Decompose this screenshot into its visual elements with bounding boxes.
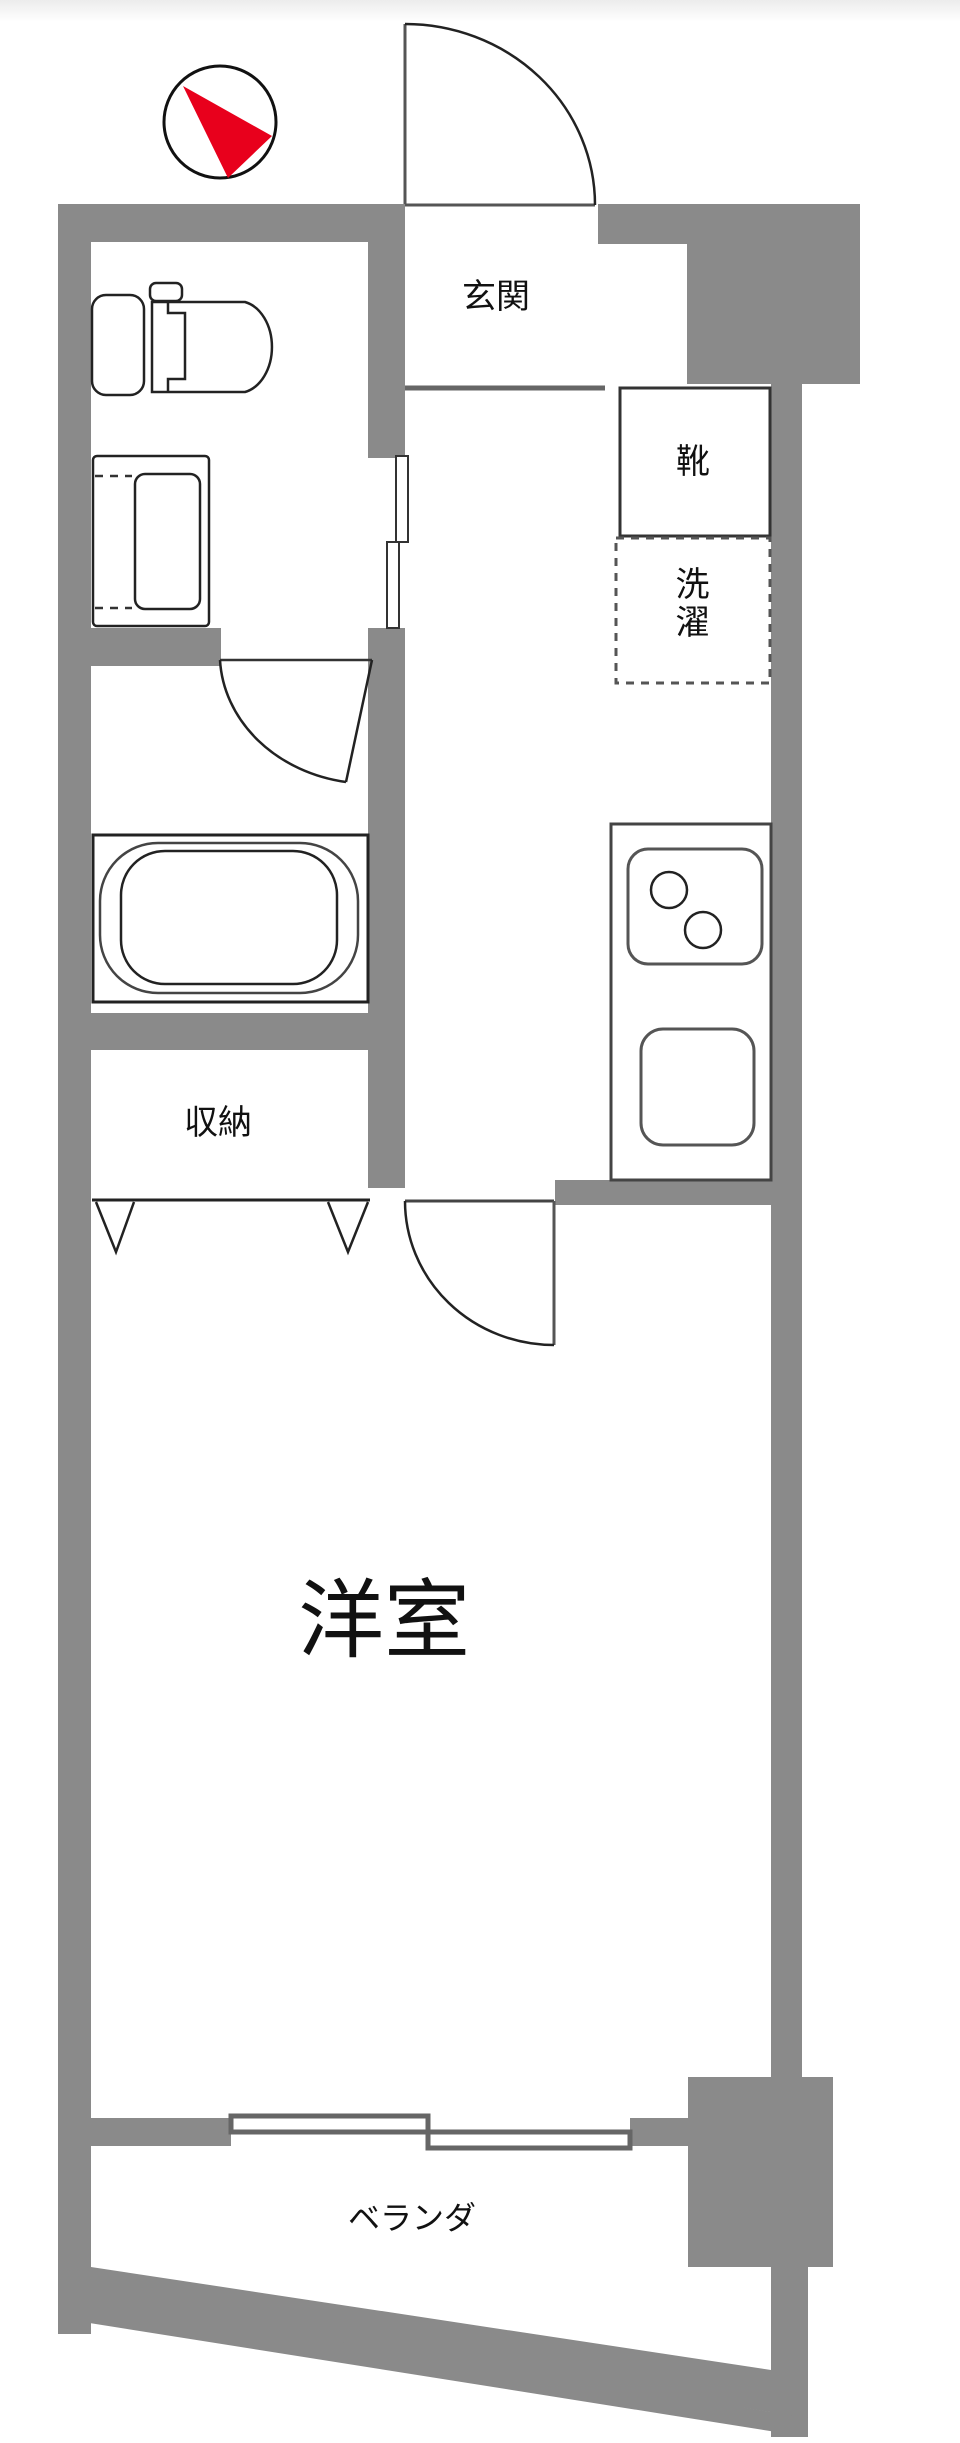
- entrance-door: [403, 22, 597, 207]
- room-label-storage: 収納: [184, 1103, 252, 1143]
- room-label-western-room: 洋室: [298, 1571, 470, 1671]
- washbasin-fixture: [91, 454, 211, 628]
- room-label-balcony: ベランダ: [348, 2199, 477, 2237]
- bathroom-door: [218, 658, 374, 784]
- kitchen-counter: [609, 822, 773, 1182]
- room-label-laundry: 洗濯: [669, 566, 709, 642]
- walls: [58, 204, 860, 2437]
- balcony-sliding-window: [228, 2113, 633, 2151]
- washroom-sliding-door: [386, 455, 409, 629]
- room-label-shoe-storage: 靴: [676, 442, 710, 482]
- stove-icon: [626, 847, 764, 966]
- laundry-space: [614, 536, 772, 685]
- bathtub-fixture: [91, 833, 370, 1004]
- shoe-cabinet: [618, 386, 772, 538]
- top-shadow: [0, 0, 960, 22]
- toilet-fixture: [90, 281, 274, 397]
- sink-icon: [639, 1027, 756, 1147]
- room-label-entrance: 玄関: [462, 277, 530, 317]
- room-door: [403, 1199, 556, 1347]
- closet-doors: [92, 1198, 370, 1256]
- compass-north-icon: [162, 64, 278, 180]
